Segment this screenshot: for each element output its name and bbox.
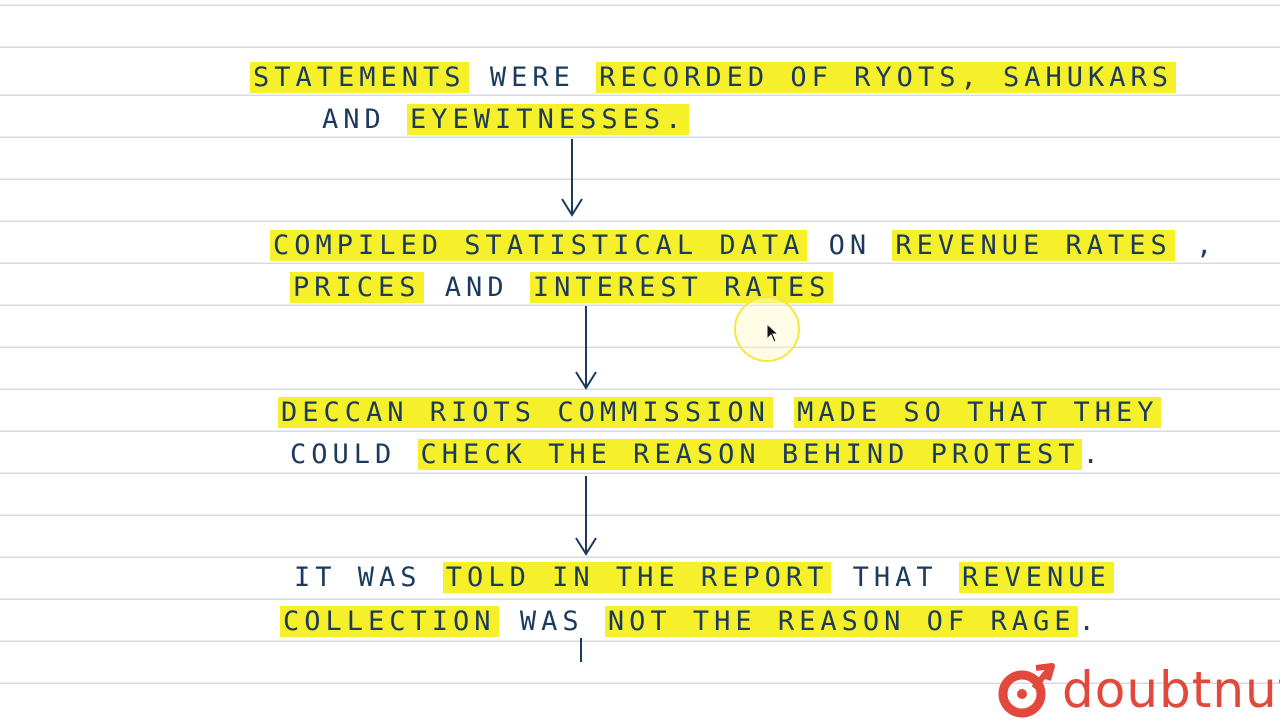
highlighted-phrase: COMPILED STATISTICAL DATA bbox=[270, 230, 808, 261]
doubtnut-logo-text: doubtnut bbox=[1062, 661, 1280, 719]
plain-phrase: THAT bbox=[831, 562, 959, 593]
statement-4-line-1: IT WAS TOLD IN THE REPORT THAT REVENUE bbox=[294, 560, 1114, 596]
plain-phrase: . bbox=[1082, 439, 1104, 470]
highlighted-phrase: CHECK THE REASON BEHIND PROTEST bbox=[417, 439, 1083, 470]
highlighted-phrase: INTEREST RATES bbox=[529, 272, 834, 303]
mouse-pointer-icon bbox=[766, 323, 780, 343]
plain-phrase: AND bbox=[322, 104, 408, 135]
plain-phrase: ON bbox=[807, 230, 893, 261]
highlighted-phrase: STATEMENTS bbox=[250, 62, 469, 93]
doubtnut-logo-icon bbox=[998, 663, 1055, 718]
highlighted-phrase: RECORDED OF RYOTS, SAHUKARS bbox=[596, 62, 1177, 93]
plain-phrase: WERE bbox=[468, 62, 597, 93]
highlighted-phrase: PRICES bbox=[290, 272, 424, 303]
highlighted-phrase: REVENUE RATES bbox=[892, 230, 1175, 261]
flow-arrow-2 bbox=[575, 306, 597, 390]
highlighted-phrase: TOLD IN THE REPORT bbox=[442, 562, 832, 593]
highlighted-phrase: MADE SO THAT THEY bbox=[794, 397, 1162, 428]
statement-1-line-1: STATEMENTS WERE RECORDED OF RYOTS, SAHUK… bbox=[250, 60, 1177, 96]
statement-4-line-2: COLLECTION WAS NOT THE REASON OF RAGE. bbox=[280, 604, 1100, 640]
plain-phrase: COULD bbox=[290, 439, 418, 470]
flow-arrow-1 bbox=[561, 139, 583, 217]
highlighted-phrase: NOT THE REASON OF RAGE bbox=[604, 606, 1079, 637]
plain-phrase: . bbox=[1078, 606, 1100, 637]
statement-3-line-1: DECCAN RIOTS COMMISSION MADE SO THAT THE… bbox=[278, 395, 1162, 431]
statement-2-line-1: COMPILED STATISTICAL DATA ON REVENUE RAT… bbox=[270, 228, 1217, 264]
plain-phrase: WAS bbox=[498, 606, 605, 637]
statement-1-line-2: AND EYEWITNESSES. bbox=[322, 102, 690, 138]
highlighted-phrase: DECCAN RIOTS COMMISSION bbox=[278, 397, 773, 428]
plain-phrase bbox=[773, 397, 794, 428]
plain-phrase: IT WAS bbox=[294, 562, 443, 593]
plain-phrase: , bbox=[1174, 230, 1218, 261]
statement-2-line-2: PRICES AND INTEREST RATES bbox=[290, 270, 834, 306]
doubtnut-logo: doubtnut bbox=[996, 661, 1280, 719]
highlighted-phrase: REVENUE bbox=[958, 562, 1114, 593]
plain-phrase: AND bbox=[423, 272, 530, 303]
highlighted-phrase: EYEWITNESSES. bbox=[407, 104, 690, 135]
flow-arrow-4-partial bbox=[580, 638, 582, 662]
statement-3-line-2: COULD CHECK THE REASON BEHIND PROTEST. bbox=[290, 437, 1104, 473]
highlighted-phrase: COLLECTION bbox=[280, 606, 499, 637]
flow-arrow-3 bbox=[575, 476, 597, 556]
